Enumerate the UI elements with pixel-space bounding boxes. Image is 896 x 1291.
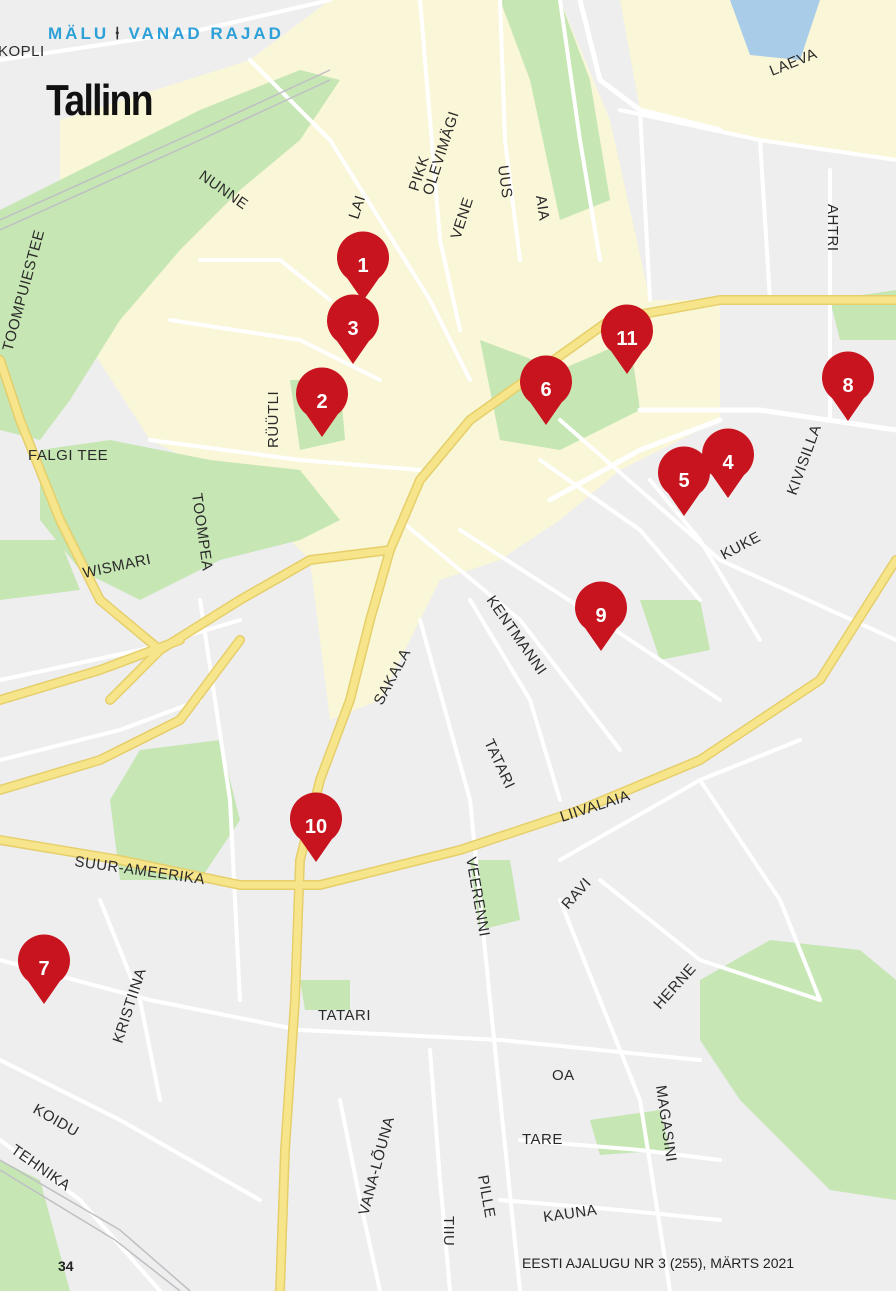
map-marker-4[interactable]: 4 bbox=[702, 428, 754, 498]
map-markers[interactable]: 1 2 3 4 5 6 7 8 bbox=[18, 231, 874, 1004]
street-label: TATARI bbox=[318, 1007, 371, 1024]
street-label: KOPLI bbox=[0, 43, 45, 60]
map-marker-1[interactable]: 1 bbox=[337, 231, 389, 301]
page-number: 34 bbox=[58, 1258, 74, 1274]
secondary-roads bbox=[547, 0, 896, 503]
page-title: Tallinn bbox=[46, 76, 154, 125]
header-separator-icon: ⍿ bbox=[115, 24, 123, 43]
marker-label: 6 bbox=[540, 379, 551, 401]
map-marker-5[interactable]: 5 bbox=[658, 446, 710, 516]
map-marker-10[interactable]: 10 bbox=[290, 792, 342, 862]
section-label: MÄLU bbox=[48, 24, 110, 43]
street-label: TIIU bbox=[440, 1216, 457, 1246]
map-pin-icon bbox=[18, 934, 71, 1004]
map-pin-icon bbox=[520, 355, 572, 425]
map-pin-icon bbox=[327, 294, 379, 364]
map-marker-11[interactable]: 11 bbox=[601, 304, 653, 374]
street-label: RÜÜTLI bbox=[264, 391, 282, 448]
marker-label: 2 bbox=[316, 391, 327, 413]
map-pin-icon bbox=[658, 446, 710, 516]
street-label: AHTRI bbox=[824, 204, 841, 252]
map-marker-7[interactable]: 7 bbox=[18, 934, 71, 1004]
map-pin-icon bbox=[575, 581, 627, 651]
harbour-water bbox=[730, 0, 820, 60]
marker-label: 7 bbox=[38, 958, 49, 980]
street-label: TARE bbox=[522, 1131, 563, 1148]
street-label: UUS bbox=[494, 164, 515, 199]
map-pin-icon bbox=[296, 367, 348, 437]
marker-label: 4 bbox=[722, 452, 734, 474]
marker-label: 1 bbox=[357, 255, 368, 277]
marker-label: 10 bbox=[305, 816, 327, 838]
map-marker-9[interactable]: 9 bbox=[575, 581, 627, 651]
street-label: LAI bbox=[346, 193, 370, 221]
map-pin-icon bbox=[337, 231, 389, 301]
map-marker-8[interactable]: 8 bbox=[822, 351, 874, 421]
street-label: OA bbox=[552, 1067, 575, 1084]
subsection-label: VANAD RAJAD bbox=[128, 24, 284, 43]
railway bbox=[0, 69, 331, 1291]
street-label: AIA bbox=[532, 194, 552, 222]
map-pin-icon bbox=[601, 304, 653, 374]
map-pin-icon bbox=[702, 428, 754, 498]
marker-label: 3 bbox=[347, 318, 358, 340]
street-label: FALGI TEE bbox=[28, 447, 108, 464]
section-header: MÄLU ⍿ VANAD RAJAD bbox=[48, 24, 284, 44]
map-pin-icon bbox=[290, 792, 342, 862]
map-pin-icon bbox=[822, 351, 874, 421]
map-marker-2[interactable]: 2 bbox=[296, 367, 348, 437]
publication-footer: EESTI AJALUGU NR 3 (255), MÄRTS 2021 bbox=[522, 1255, 795, 1271]
map-marker-3[interactable]: 3 bbox=[327, 294, 379, 364]
marker-label: 9 bbox=[595, 605, 606, 627]
marker-label: 11 bbox=[616, 328, 637, 350]
marker-label: 8 bbox=[842, 375, 853, 397]
map-marker-6[interactable]: 6 bbox=[520, 355, 572, 425]
marker-label: 5 bbox=[678, 470, 689, 492]
